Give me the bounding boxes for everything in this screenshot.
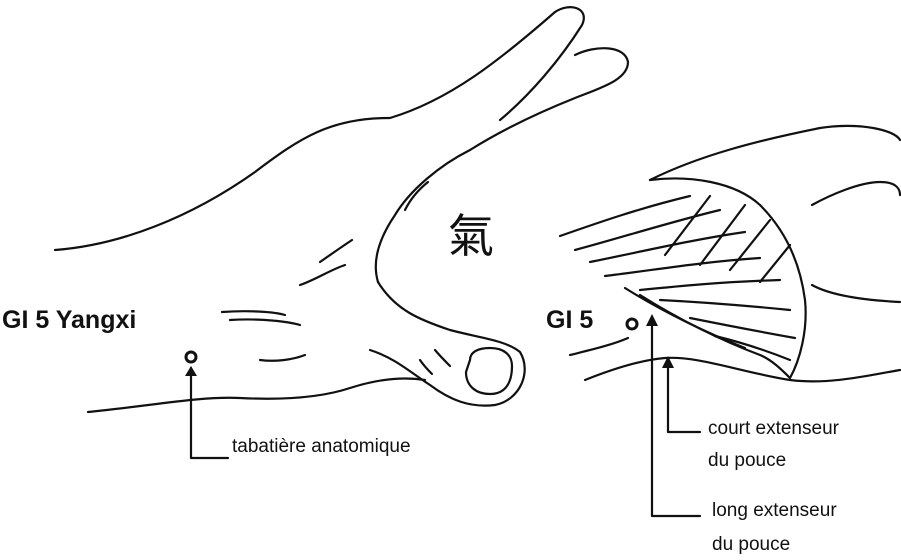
right-point-label: GI 5 bbox=[546, 306, 594, 334]
short-extensor-label-line2: du pouce bbox=[708, 450, 787, 471]
qi-character: 氣 bbox=[448, 209, 494, 263]
right-anatomy-drawing bbox=[558, 124, 901, 518]
left-point-label: GI 5 Yangxi bbox=[2, 306, 137, 334]
left-hand-drawing bbox=[53, 6, 630, 460]
short-extensor-label-line1: court extenseur bbox=[708, 418, 839, 439]
long-extensor-label-line1: long extenseur bbox=[712, 500, 837, 521]
snuffbox-callout-label: tabatière anatomique bbox=[232, 436, 411, 457]
long-extensor-label-line2: du pouce bbox=[712, 534, 791, 555]
